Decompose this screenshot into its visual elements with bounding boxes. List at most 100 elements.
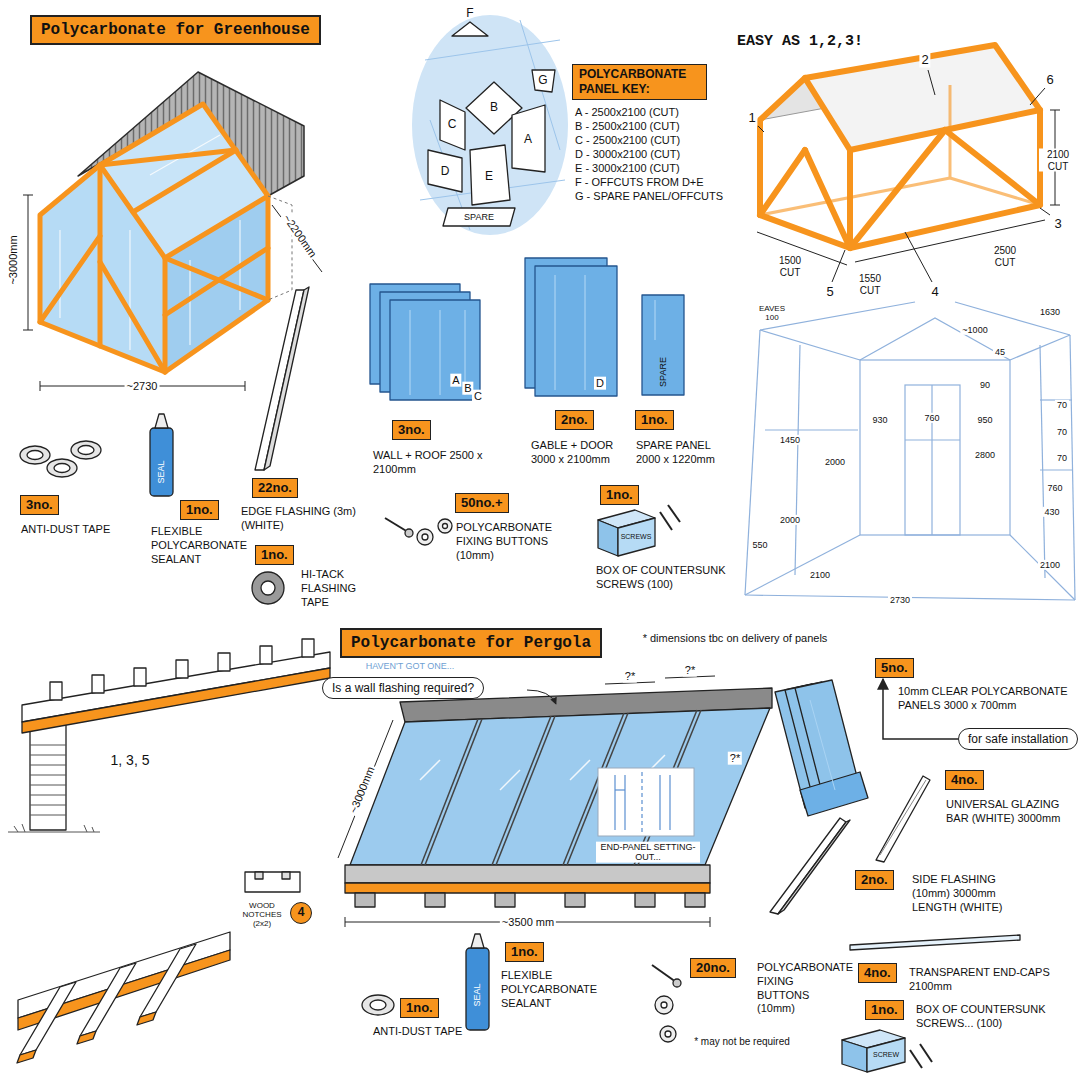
panel-letter: G xyxy=(536,74,549,88)
callout-number: 5 xyxy=(824,285,835,300)
dimension-label: 430 xyxy=(1042,507,1061,517)
panel-letter: C xyxy=(472,390,484,403)
quantity-tag: 5no.10mm CLEAR POLYCARBONATE PANELS 3000… xyxy=(875,658,914,678)
dimension-label: 70 xyxy=(1055,453,1069,463)
item-description: TRANSPARENT END-CAPS 2100mm xyxy=(909,966,1069,994)
dimension-label: ~2730 xyxy=(125,380,160,393)
callout-number: 4 xyxy=(290,902,312,924)
quantity-tag: 1no.SPARE PANEL 2000 x 1220mm xyxy=(635,410,674,430)
dimension-label: ?* xyxy=(683,664,697,677)
tag-text: 4 xyxy=(291,903,311,922)
dimension-label: 45 xyxy=(993,347,1007,357)
key-line: D - 3000x2100 (CUT) xyxy=(575,147,740,161)
dimension-label: ~3000mm xyxy=(7,233,20,286)
item-description: POLYCARBONATE FIXING BUTTONS (10mm) xyxy=(757,961,849,1016)
quantity-tag: 1no.HI-TACK FLASHING TAPE xyxy=(255,545,294,565)
quantity-tag: 3no.WALL + ROOF 2500 x 2100mm xyxy=(392,420,431,440)
panel-letter: E xyxy=(483,170,495,184)
dimension-label: ~3500 mm xyxy=(500,916,556,929)
key-line: A - 2500x2100 (CUT) xyxy=(575,105,740,119)
item-description: FLEXIBLE POLYCARBONATE SEALANT xyxy=(501,969,626,1010)
tag-text: 1no. xyxy=(261,546,288,564)
item-description: WALL + ROOF 2500 x 2100mm xyxy=(373,449,493,477)
quantity-tag: 3no.ANTI-DUST TAPE xyxy=(20,495,59,515)
tag-text: Is a wall flashing required? xyxy=(332,681,474,695)
dimension-label: 90 xyxy=(978,380,992,390)
item-description: POLYCARBONATE FIXING BUTTONS (10mm) xyxy=(456,521,581,562)
tag-text: 20no. xyxy=(696,959,730,977)
key-line: G - SPARE PANEL/OFFCUTS xyxy=(575,189,740,203)
tag-text: POLYCARBONATE PANEL KEY: xyxy=(579,67,700,97)
note-text: END-PANEL SETTING-OUT... xyxy=(596,842,700,863)
quantity-tag: 1no.BOX OF COUNTERSUNK SCREWS... (100) xyxy=(865,1000,904,1020)
dimension-label: 70 xyxy=(1055,427,1069,437)
tag-text: 22no. xyxy=(258,479,292,497)
panel-letter: B xyxy=(488,101,500,115)
item-description: BOX OF COUNTERSUNK SCREWS (100) xyxy=(596,564,726,592)
key-line: F - OFFCUTS FROM D+E xyxy=(575,175,740,189)
callout-number: 6 xyxy=(1044,73,1055,88)
tag-text: 5no. xyxy=(881,659,908,677)
tag-text: 50no.+ xyxy=(461,494,503,512)
heading-note: EASY AS 1,2,3! xyxy=(735,33,865,50)
dimension-label: EAVES 100 xyxy=(750,304,794,322)
item-description: SIDE FLASHING (10mm) 3000mm LENGTH (WHIT… xyxy=(912,873,1032,914)
tag-text: 3no. xyxy=(26,496,53,514)
quantity-tag: 1no.ANTI-DUST TAPE xyxy=(400,998,439,1018)
dimension-label: 760 xyxy=(1045,483,1064,493)
quantity-tag: 22no.EDGE FLASHING (3m)(WHITE) xyxy=(252,478,298,498)
panel-letter: D xyxy=(439,165,452,179)
dimension-label: ~2200mm xyxy=(280,211,321,262)
item-description: GABLE + DOOR 3000 x 2100mm xyxy=(531,439,631,467)
tag-text: 1no. xyxy=(511,943,538,961)
key-line: B - 2500x2100 (CUT) xyxy=(575,119,740,133)
callout-number: 1 xyxy=(746,111,757,126)
callout-bubble: Is a wall flashing required? xyxy=(322,677,484,699)
dimension-label: 70 xyxy=(1055,400,1069,410)
dimension-label: ?* xyxy=(623,670,637,683)
dimension-label: 1550 CUT xyxy=(851,273,889,296)
quantity-tag: 2no.SIDE FLASHING (10mm) 3000mm LENGTH (… xyxy=(855,870,894,890)
quantity-tag: 4no.UNIVERSAL GLAZING BAR (WHITE) 3000mm xyxy=(945,770,984,790)
tag-text: 4no. xyxy=(951,771,978,789)
panel-letter: SPARE xyxy=(462,212,496,222)
section-heading: Polycarbonate for Pergola xyxy=(340,628,602,658)
item-description: UNIVERSAL GLAZING BAR (WHITE) 3000mm xyxy=(946,798,1076,826)
key-line: E - 3000x2100 (CUT) xyxy=(575,161,740,175)
heading-text: Polycarbonate for Greenhouse xyxy=(41,21,310,39)
tag-text: 1no. xyxy=(641,411,668,429)
callout-number: 2 xyxy=(919,53,930,68)
dimension-label: 760 xyxy=(922,413,941,423)
panel-letter: D xyxy=(594,377,606,390)
dimension-label: 2100 xyxy=(1038,560,1062,570)
callout-number: 4 xyxy=(929,285,940,300)
quantity-tag: 4no.TRANSPARENT END-CAPS 2100mm xyxy=(858,963,897,983)
dimension-label: ~1000 xyxy=(960,325,989,335)
dimension-label: 930 xyxy=(870,415,889,425)
tag-text: for safe installation xyxy=(968,732,1068,746)
key-list: A - 2500x2100 (CUT)B - 2500x2100 (CUT)C … xyxy=(575,105,740,203)
quantity-tag: 1no.BOX OF COUNTERSUNK SCREWS (100) xyxy=(600,485,639,505)
dimension-label: 1500 CUT xyxy=(771,255,809,278)
dimension-label: 1630 xyxy=(1038,307,1062,317)
dimension-label: ?* xyxy=(728,752,742,765)
quantity-tag: 2no.GABLE + DOOR 3000 x 2100mm xyxy=(555,410,594,430)
tag-text: 1no. xyxy=(606,486,633,504)
dimension-label: 2100 CUT xyxy=(1039,149,1077,172)
key-line: C - 2500x2100 (CUT) xyxy=(575,133,740,147)
quantity-tag: 20no.POLYCARBONATE FIXING BUTTONS (10mm) xyxy=(690,958,736,978)
dimension-label: 1450 xyxy=(778,435,802,445)
tag-text: 1no. xyxy=(406,999,433,1017)
product-label: SEAL xyxy=(472,981,482,1008)
item-description: EDGE FLASHING (3m)(WHITE) xyxy=(241,505,356,533)
quantity-tag: 1no.FLEXIBLE POLYCARBONATE SEALANT xyxy=(180,500,219,520)
note-text: * may not be required xyxy=(685,1036,799,1048)
panel-letter: A xyxy=(522,133,534,147)
dimension-label: 2000 xyxy=(823,457,847,467)
tag-text: 2no. xyxy=(561,411,588,429)
note-text: WOOD NOTCHES (2x2) xyxy=(236,901,288,929)
dimension-label: 2000 xyxy=(778,515,802,525)
item-description: BOX OF COUNTERSUNK SCREWS... (100) xyxy=(916,1003,1066,1031)
item-description: ANTI-DUST TAPE xyxy=(373,1025,473,1039)
dimension-label: 2730 xyxy=(888,595,912,605)
